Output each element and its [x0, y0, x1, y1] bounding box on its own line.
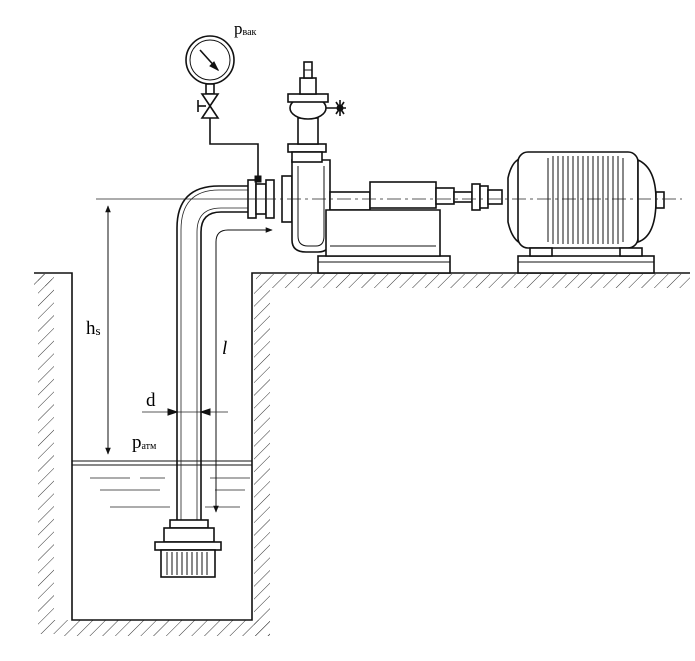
l-dimension: [213, 227, 273, 513]
centrifugal-pump: [287, 61, 455, 257]
gauge-valve: [197, 93, 220, 119]
label-l: l: [222, 338, 227, 359]
electric-motor: [507, 151, 665, 257]
d-dimension: [142, 408, 228, 416]
vacuum-gauge: [185, 35, 235, 95]
ground: [34, 274, 690, 636]
label-p-vac: pвак: [234, 19, 257, 38]
label-hs: hs: [86, 318, 101, 339]
label-p-atm: pатм: [132, 432, 157, 453]
hs-dimension: [96, 198, 262, 455]
motor-foundation: [517, 255, 655, 274]
pump-foundation: [317, 255, 451, 274]
foot-valve-strainer: [154, 519, 222, 578]
label-d: d: [146, 390, 156, 411]
gauge-tap: [254, 175, 262, 183]
suction-pipe: [176, 185, 248, 520]
gauge-impulse-line: [209, 118, 259, 180]
shaft-coupling: [453, 183, 503, 211]
